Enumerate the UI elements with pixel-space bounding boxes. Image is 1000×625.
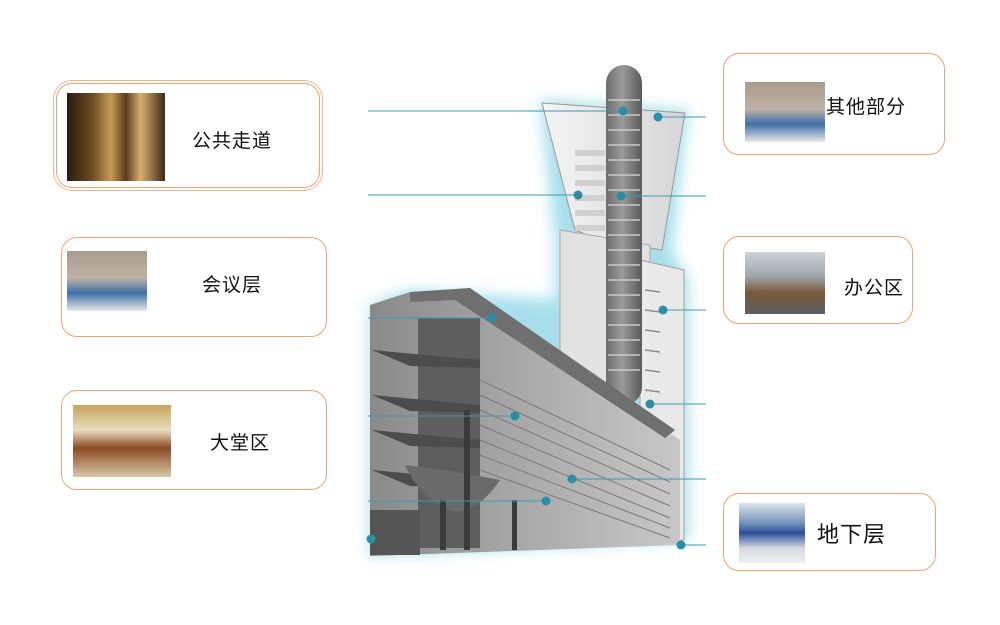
card-label: 地下层 (817, 523, 887, 548)
card-label: 其他部分 (826, 96, 907, 118)
lobby-photo (73, 405, 171, 477)
card-label: 公共走道 (192, 130, 273, 152)
parking-garage-photo (739, 503, 805, 563)
card-label: 大堂区 (210, 432, 271, 454)
card-label: 办公区 (844, 277, 905, 299)
card-office-area[interactable]: 办公区 (723, 236, 913, 324)
corridor-photo (67, 93, 165, 181)
office-photo (745, 252, 825, 314)
card-basement[interactable]: 地下层 (723, 493, 936, 571)
card-label: 会议层 (202, 274, 263, 296)
meeting-room-photo (67, 251, 147, 311)
card-public-corridor[interactable]: 公共走道 (56, 83, 320, 188)
conference-room-photo (745, 82, 825, 142)
card-other-parts[interactable]: 其他部分 (723, 53, 945, 155)
card-meeting-floor[interactable]: 会议层 (61, 237, 327, 337)
card-lobby[interactable]: 大堂区 (61, 390, 327, 490)
